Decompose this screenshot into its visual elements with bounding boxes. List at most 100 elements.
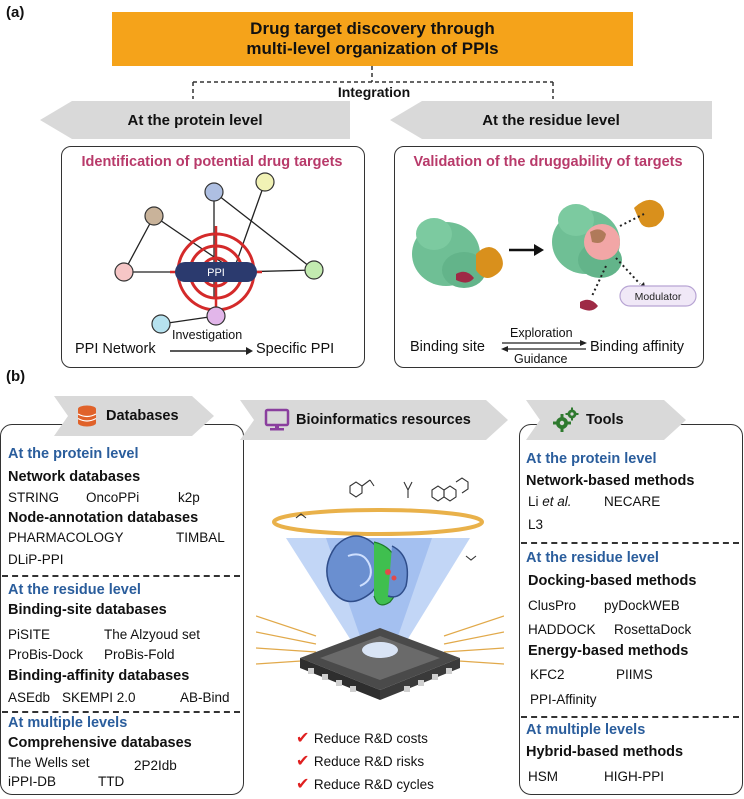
node-green <box>304 260 324 280</box>
modulator-pill <box>619 285 697 307</box>
specific-ppi-label: Specific PPI <box>256 341 335 357</box>
node-yellow <box>255 172 275 192</box>
protein-complex-right <box>552 204 622 278</box>
databases-tab-label: Databases <box>106 408 179 424</box>
docking-based-methods: Docking-based methods <box>528 573 697 589</box>
db-wells-set: The Wells set <box>8 755 90 770</box>
binding-site-highlight <box>584 224 620 260</box>
db-probis-fold: ProBis-Fold <box>104 647 175 662</box>
db-ttd: TTD <box>98 774 125 789</box>
network-databases: Network databases <box>8 469 141 485</box>
binding-diagram: Modulator <box>412 199 697 311</box>
bioinformatics-tab: Bioinformatics resources <box>240 400 508 440</box>
title-banner: Drug target discovery through multi-leve… <box>112 12 633 66</box>
check-icon: ✔ <box>296 776 310 793</box>
databases-tab: Databases <box>54 396 214 436</box>
tool-haddock: HADDOCK <box>528 622 596 637</box>
reduce-risks-item: ✔ Reduce R&D risks <box>296 751 424 771</box>
left-box-title: Identification of potential drug targets <box>81 154 343 170</box>
tool-pydockweb: pyDockWEB <box>604 598 680 613</box>
reduce-cycles-item: ✔ Reduce R&D cycles <box>296 774 434 794</box>
db-divider-1 <box>2 575 240 577</box>
binding-site-databases: Binding-site databases <box>8 602 167 618</box>
databases-box <box>0 424 244 795</box>
integration-label: Integration <box>332 84 416 100</box>
tools-tab-label: Tools <box>586 412 624 428</box>
db-ippi-db: iPPI-DB <box>8 774 57 789</box>
investigation-label: Investigation <box>172 328 243 342</box>
db-dlip-ppi: DLiP-PPI <box>8 552 64 567</box>
reduce-costs-item: ✔ Reduce R&D costs <box>296 728 428 748</box>
node-annotation-databases: Node-annotation databases <box>8 510 199 526</box>
db-ab-bind: AB-Bind <box>180 690 230 705</box>
tool-ppi-affinity: PPI-Affinity <box>530 692 597 707</box>
tool-hsm: HSM <box>528 769 558 784</box>
bioinformatics-tab-label: Bioinformatics resources <box>296 412 471 428</box>
tools-residue-level: At the residue level <box>526 550 659 566</box>
db-alzyoud: The Alzyoud set <box>104 627 201 642</box>
network-based-methods: Network-based methods <box>526 473 695 489</box>
modulator-label: Modulator <box>635 291 682 303</box>
small-molecules <box>295 477 477 561</box>
tools-multiple-levels: At multiple levels <box>526 722 646 738</box>
tool-piims: PIIMS <box>616 667 653 682</box>
tool-et-al: et al. <box>542 494 572 509</box>
db-divider-2 <box>2 711 240 713</box>
db-oncoppi: OncoPPi <box>86 490 140 505</box>
ligand-orange <box>634 199 665 228</box>
node-blue <box>204 182 224 202</box>
db-k2p: k2p <box>178 490 200 505</box>
chip-protein-illustration <box>256 477 504 700</box>
tools-box <box>519 424 743 795</box>
tool-li: Li <box>528 494 543 509</box>
node-purple <box>206 306 226 326</box>
tools-protein-level: At the protein level <box>526 451 657 467</box>
ppi-network-label: PPI Network <box>75 341 156 357</box>
panel-a-label: (a) <box>6 4 25 21</box>
tool-kfc2: KFC2 <box>530 667 565 682</box>
protein-structure <box>326 535 409 606</box>
panel-b-label: (b) <box>6 368 26 385</box>
reduce-costs-label: Reduce R&D costs <box>313 731 428 746</box>
db-residue-level: At the residue level <box>8 582 141 598</box>
peptide-red <box>580 299 598 311</box>
db-string: STRING <box>8 490 60 505</box>
check-icon: ✔ <box>296 753 310 770</box>
ppi-node <box>175 262 257 282</box>
banner-line2: multi-level organization of PPIs <box>246 39 499 58</box>
node-pink <box>114 262 134 282</box>
exploration-guidance-arrows <box>501 340 587 352</box>
db-asedb: ASEdb <box>8 690 51 705</box>
binding-affinity-label: Binding affinity <box>590 339 685 355</box>
ppi-network-diagram: PPI <box>114 172 324 334</box>
database-icon <box>76 404 98 428</box>
tool-high-ppi: HIGH-PPI <box>604 769 665 784</box>
chip <box>300 628 460 700</box>
tool-rosettadock: RosettaDock <box>614 622 692 637</box>
db-probis-dock: ProBis-Dock <box>8 647 84 662</box>
tool-li-et-al: Li et al. <box>528 494 572 509</box>
comprehensive-databases: Comprehensive databases <box>8 735 192 751</box>
protein-level-arrow: At the protein level <box>40 101 350 139</box>
db-skempi: SKEMPI 2.0 <box>62 690 136 705</box>
tools-divider-2 <box>521 716 739 718</box>
exploration-label: Exploration <box>510 326 573 340</box>
check-icon: ✔ <box>296 730 310 747</box>
gears-icon <box>552 406 580 434</box>
reduce-cycles-label: Reduce R&D cycles <box>313 777 434 792</box>
tool-necare: NECARE <box>604 494 661 509</box>
db-multiple-levels: At multiple levels <box>8 715 128 731</box>
db-pisite: PiSITE <box>8 627 51 642</box>
db-timbal: TIMBAL <box>176 530 225 545</box>
node-tan <box>144 206 164 226</box>
integration-connector <box>192 66 554 99</box>
node-cyan <box>151 314 171 334</box>
tool-l3: L3 <box>528 517 544 532</box>
right-box-title: Validation of the druggability of target… <box>413 154 683 170</box>
residue-level-arrow: At the residue level <box>390 101 712 139</box>
investigation-arrow <box>170 347 253 355</box>
protein-level-label: At the protein level <box>127 111 263 129</box>
protein-complex-left <box>412 218 503 288</box>
tools-divider-1 <box>521 542 739 544</box>
db-2p2idb: 2P2Idb <box>134 758 177 773</box>
